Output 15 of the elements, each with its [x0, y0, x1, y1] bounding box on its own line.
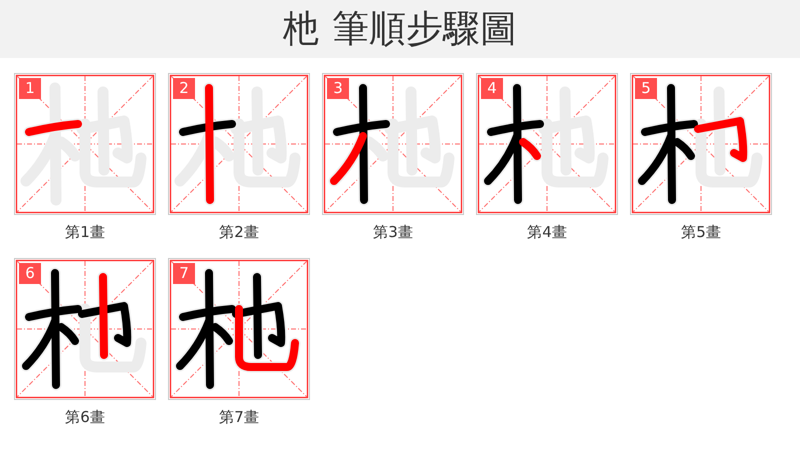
number-badge: 1 [19, 78, 41, 99]
node-label: 第4畫 [527, 222, 567, 242]
node-label: 第1畫 [65, 222, 105, 242]
title: 杝 筆順步驟圖 [282, 6, 518, 52]
number-badge: 5 [635, 78, 657, 99]
number-badge: 4 [481, 78, 503, 99]
node-label: 第7畫 [219, 407, 259, 427]
number-badge: 3 [327, 78, 349, 99]
number-badge: 6 [19, 263, 41, 284]
number-badge: 2 [173, 78, 195, 99]
node-label: 第5畫 [681, 222, 721, 242]
node-label: 第6畫 [65, 407, 105, 427]
number-badge: 7 [173, 263, 195, 284]
node-label: 第2畫 [219, 222, 259, 242]
node-label: 第3畫 [373, 222, 413, 242]
